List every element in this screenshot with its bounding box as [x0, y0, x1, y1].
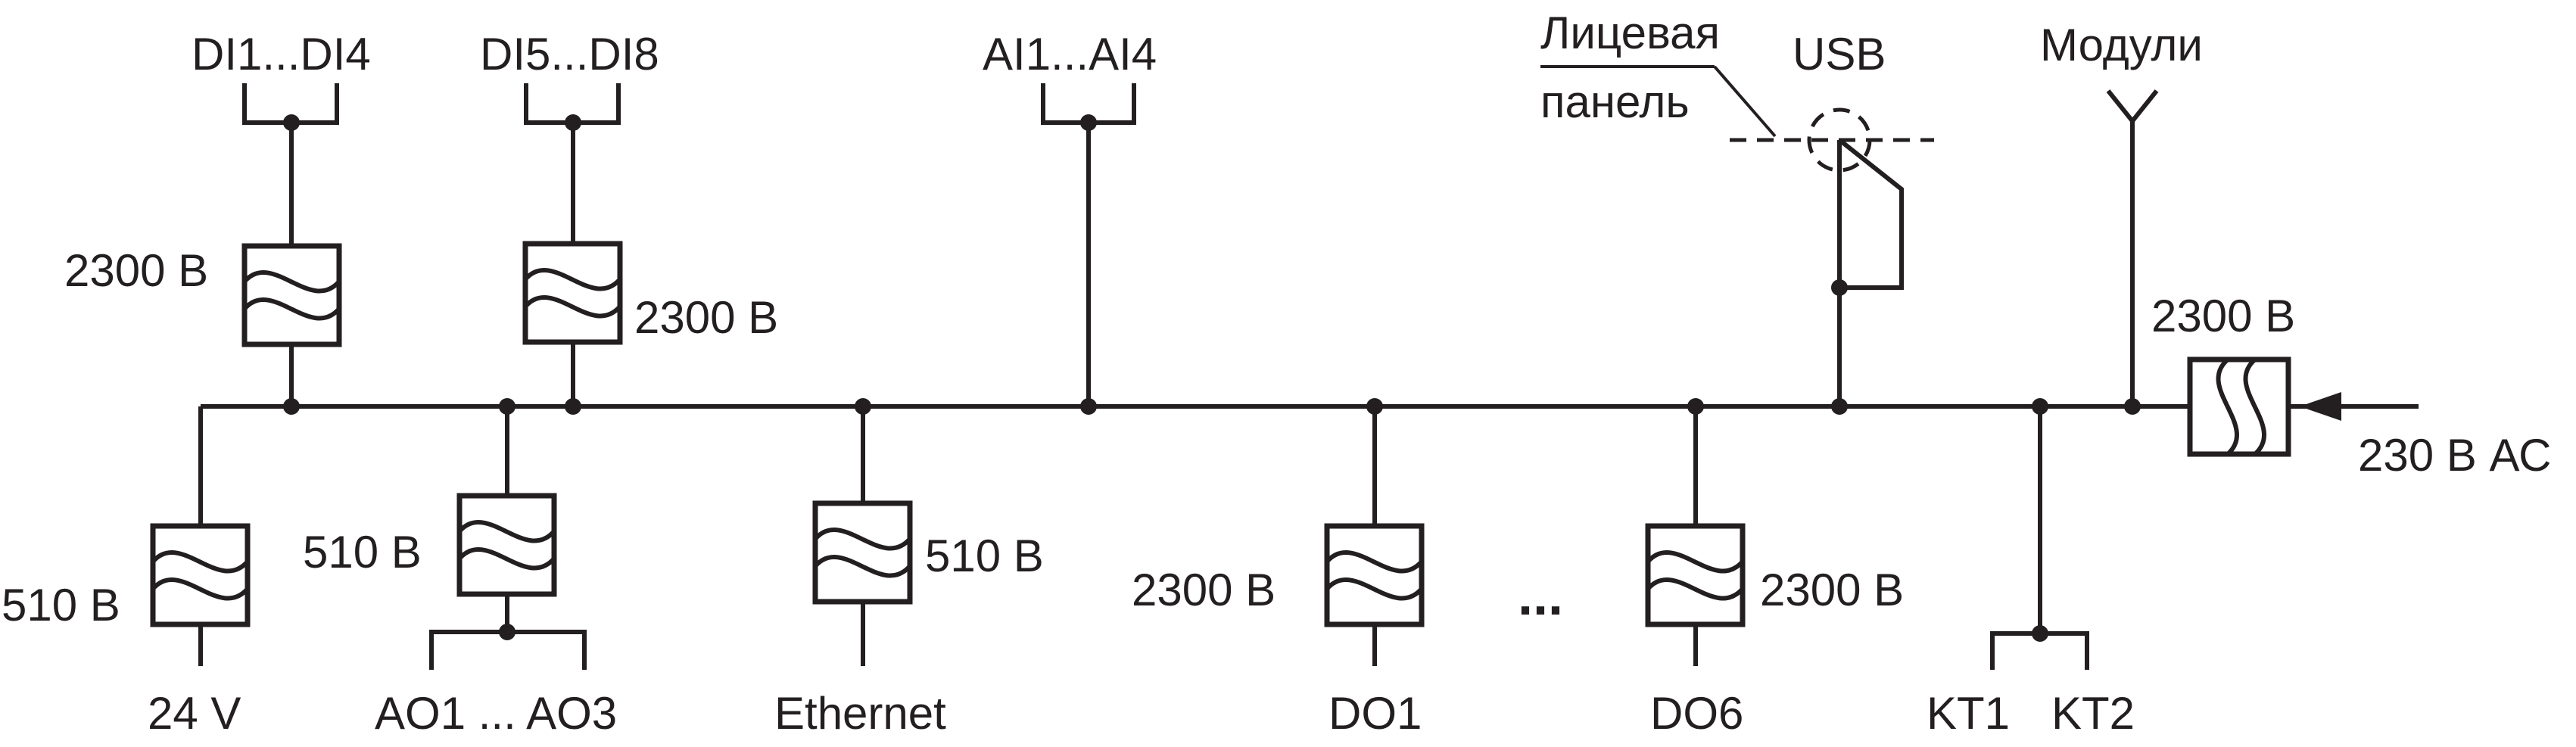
branch-usb: Лицевая панель USB [1540, 8, 1934, 415]
label-ao1-ao3: AO1 ... AO3 [375, 688, 617, 739]
label-front-panel-line2: панель [1540, 76, 1690, 127]
branch-ao1-ao3: 510 В AO1 ... AO3 [303, 398, 617, 739]
isolation-barrier-ao1-ao3 [456, 493, 557, 597]
voltage-di1-di4: 2300 В [64, 245, 208, 296]
voltage-di5-di8: 2300 В [634, 292, 778, 343]
voltage-do6: 2300 В [1760, 565, 1904, 615]
label-front-panel-line1: Лицевая [1540, 8, 1720, 58]
label-usb: USB [1793, 29, 1886, 79]
label-kt1: KT1 [1927, 688, 2010, 739]
isolation-barrier-do6 [1645, 523, 1746, 627]
voltage-24v: 510 В [2, 580, 120, 630]
branch-kt: KT1 KT2 [1927, 398, 2135, 739]
label-do1: DO1 [1328, 688, 1422, 739]
voltage-ethernet: 510 В [925, 531, 1044, 581]
branch-ai1-ai4: AI1...AI4 [983, 29, 1157, 415]
branch-do6: 2300 В DO6 [1645, 398, 1904, 739]
branch-power-input: 2300 В 230 В АС [2151, 291, 2552, 481]
label-power-input: 230 В АС [2358, 430, 2552, 481]
branch-do1: 2300 В DO1 [1132, 398, 1425, 739]
isolation-barrier-di5-di8 [522, 241, 623, 345]
label-kt2: KT2 [2051, 688, 2135, 739]
branch-ethernet: 510 В Ethernet [774, 398, 1044, 739]
voltage-ao1-ao3: 510 В [303, 527, 422, 577]
branch-modules: Модули [2040, 20, 2203, 415]
label-di1-di4: DI1...DI4 [192, 29, 371, 79]
isolation-barrier-ethernet [812, 500, 913, 605]
label-24v: 24 V [148, 688, 241, 739]
voltage-power-input: 2300 В [2151, 291, 2295, 341]
label-ethernet: Ethernet [774, 688, 946, 739]
label-di5-di8: DI5...DI8 [480, 29, 659, 79]
voltage-do1: 2300 В [1132, 565, 1276, 615]
branch-di1-di4: DI1...DI4 2300 В [64, 29, 371, 415]
isolation-barrier-di1-di4 [241, 243, 342, 347]
ellipsis-do: ... [1518, 566, 1563, 627]
isolation-barrier-do1 [1324, 523, 1425, 627]
branch-di5-di8: DI5...DI8 2300 В [480, 29, 778, 415]
branch-24v: 510 В 24 V [2, 406, 251, 739]
isolation-barrier-24v [150, 523, 251, 627]
label-ai1-ai4: AI1...AI4 [983, 29, 1157, 79]
arrow-left-icon [2300, 392, 2341, 421]
label-do6: DO6 [1650, 688, 1743, 739]
isolation-barrier-power-input [2187, 356, 2291, 457]
label-modules: Модули [2040, 20, 2203, 70]
